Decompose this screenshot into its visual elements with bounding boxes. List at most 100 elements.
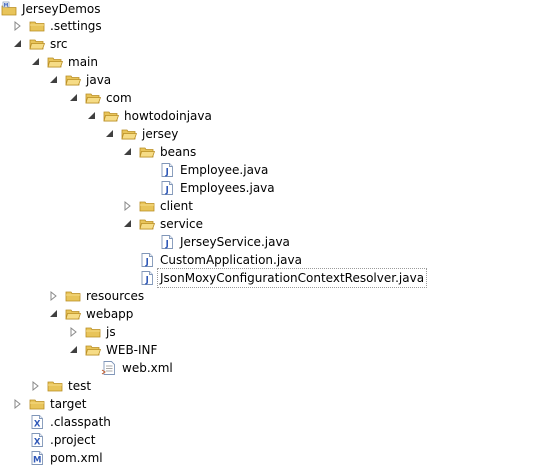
tree-item-label: client: [160, 199, 193, 213]
folder-icon: [65, 306, 81, 322]
tree-item-employees-java[interactable]: J Employees.java: [0, 179, 544, 197]
svg-text:J: J: [165, 167, 169, 177]
collapsed-arrow-icon[interactable]: [67, 323, 79, 341]
tree-item-label: Employee.java: [180, 163, 269, 177]
expanded-arrow-icon[interactable]: [67, 89, 79, 107]
tree-item-jerseydemos[interactable]: M JerseyDemos: [0, 0, 544, 18]
tree-item-label: com: [106, 91, 132, 105]
tree-item-src[interactable]: src: [0, 35, 544, 53]
java-file-icon: J: [159, 180, 175, 196]
svg-text:J: J: [165, 185, 169, 195]
tree-item-com[interactable]: com: [0, 89, 544, 107]
folder-icon: [65, 288, 81, 304]
tree-item-label: Employees.java: [180, 181, 275, 195]
folder-icon: [85, 342, 101, 358]
tree-item-label: .project: [50, 433, 96, 447]
java-file-icon: J: [139, 270, 155, 286]
tree-item-label: js: [106, 325, 116, 339]
x-file-icon: X: [29, 414, 45, 430]
tree-item-label: howtodoinjava: [124, 109, 212, 123]
tree-item-label: main: [68, 55, 98, 69]
tree-item-classpath[interactable]: X .classpath: [0, 413, 544, 431]
tree-item-label: pom.xml: [50, 451, 103, 465]
folder-icon: [47, 54, 63, 70]
tree-item-java[interactable]: java: [0, 71, 544, 89]
collapsed-arrow-icon[interactable]: [121, 197, 133, 215]
tree-item-service[interactable]: service: [0, 215, 544, 233]
tree-item-target[interactable]: target: [0, 395, 544, 413]
collapsed-arrow-icon[interactable]: [29, 377, 41, 395]
expanded-arrow-icon[interactable]: [85, 107, 97, 125]
folder-icon: [139, 144, 155, 160]
tree-item-label: webapp: [86, 307, 134, 321]
collapsed-arrow-icon[interactable]: [11, 395, 23, 413]
tree-item-project[interactable]: X .project: [0, 431, 544, 449]
tree-item-label: jersey: [142, 127, 179, 141]
collapsed-arrow-icon[interactable]: [47, 287, 59, 305]
project-icon: M: [1, 1, 17, 17]
tree-item-client[interactable]: client: [0, 197, 544, 215]
tree-item-label: WEB-INF: [106, 343, 158, 357]
java-file-icon: J: [139, 252, 155, 268]
tree-item-label: src: [50, 37, 68, 51]
java-file-icon: J: [159, 162, 175, 178]
expanded-arrow-icon[interactable]: [103, 125, 115, 143]
tree-item-webapp[interactable]: webapp: [0, 305, 544, 323]
tree-item-label: .classpath: [50, 415, 111, 429]
tree-item-label: target: [50, 397, 87, 411]
svg-text:M: M: [33, 455, 41, 465]
folder-icon: [103, 108, 119, 124]
xml-file-icon: [101, 360, 117, 376]
java-file-icon: J: [159, 234, 175, 250]
tree-item-web-inf[interactable]: WEB-INF: [0, 341, 544, 359]
tree-item-settings[interactable]: .settings: [0, 17, 544, 35]
tree-item-label: service: [160, 217, 203, 231]
expanded-arrow-icon[interactable]: [47, 71, 59, 89]
folder-icon: [85, 90, 101, 106]
tree-item-label: java: [86, 73, 112, 87]
tree-item-label: resources: [86, 289, 145, 303]
expanded-arrow-icon[interactable]: [121, 215, 133, 233]
tree-item-label: JerseyDemos: [22, 2, 101, 16]
folder-icon: [85, 324, 101, 340]
expanded-arrow-icon[interactable]: [121, 143, 133, 161]
tree-item-label: .settings: [50, 19, 102, 33]
tree-item-jsonmoxy-java[interactable]: J JsonMoxyConfigurationContextResolver.ja…: [0, 268, 544, 288]
expanded-arrow-icon[interactable]: [67, 341, 79, 359]
tree-item-label: JsonMoxyConfigurationContextResolver.jav…: [156, 268, 428, 288]
folder-icon: [29, 36, 45, 52]
svg-text:X: X: [34, 437, 41, 447]
svg-text:X: X: [34, 419, 41, 429]
folder-icon: [139, 198, 155, 214]
tree-item-web-xml[interactable]: web.xml: [0, 359, 544, 377]
expanded-arrow-icon[interactable]: [47, 305, 59, 323]
tree-item-resources[interactable]: resources: [0, 287, 544, 305]
folder-icon: [139, 216, 155, 232]
expanded-arrow-icon[interactable]: [29, 53, 41, 71]
tree-item-js[interactable]: js: [0, 323, 544, 341]
tree-item-beans[interactable]: beans: [0, 143, 544, 161]
x-file-icon: X: [29, 432, 45, 448]
folder-icon: [29, 396, 45, 412]
tree-item-howtodoinjava[interactable]: howtodoinjava: [0, 107, 544, 125]
collapsed-arrow-icon[interactable]: [11, 17, 23, 35]
svg-text:J: J: [145, 275, 149, 285]
folder-icon: [65, 72, 81, 88]
folder-icon: [29, 18, 45, 34]
svg-text:M: M: [4, 2, 9, 8]
maven-file-icon: M: [29, 450, 45, 466]
expanded-arrow-icon[interactable]: [11, 35, 23, 53]
tree-item-jersey[interactable]: jersey: [0, 125, 544, 143]
folder-icon: [121, 126, 137, 142]
tree-item-main[interactable]: main: [0, 53, 544, 71]
tree-item-label: test: [68, 379, 92, 393]
tree-item-employee-java[interactable]: J Employee.java: [0, 161, 544, 179]
tree-item-test[interactable]: test: [0, 377, 544, 395]
svg-text:J: J: [145, 257, 149, 267]
tree-item-label: web.xml: [122, 361, 173, 375]
folder-icon: [47, 378, 63, 394]
